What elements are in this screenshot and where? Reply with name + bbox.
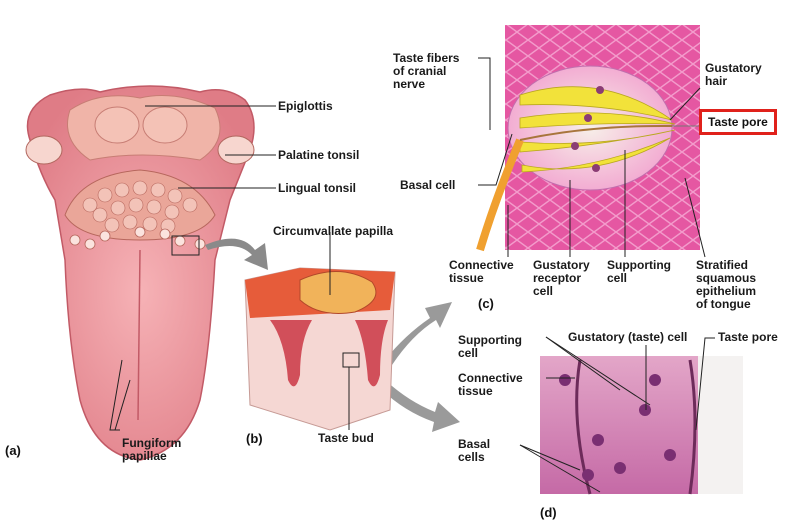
label-stratified-epithelium: Stratified squamous epithelium of tongue xyxy=(696,258,757,311)
label-fungiform-papillae: Fungiform papillae xyxy=(122,436,182,463)
label-lingual-tonsil: Lingual tonsil xyxy=(278,181,356,195)
label-supporting-cell-d: Supporting cell xyxy=(458,333,522,360)
label-taste-pore-highlighted: Taste pore xyxy=(699,109,777,135)
label-basal-cells-d: Basal cells xyxy=(458,437,491,464)
panel-label-a: (a) xyxy=(5,443,21,458)
taste-bud-diagram xyxy=(476,25,700,252)
panel-label-d: (d) xyxy=(540,505,557,520)
label-epiglottis: Epiglottis xyxy=(278,99,333,113)
label-supporting-cell-c: Supporting cell xyxy=(607,258,671,285)
label-palatine-tonsil: Palatine tonsil xyxy=(278,148,360,162)
panel-label-c: (c) xyxy=(478,296,494,311)
label-taste-bud: Taste bud xyxy=(318,431,374,445)
label-basal-cell: Basal cell xyxy=(400,178,456,192)
label-gustatory-taste-cell: Gustatory (taste) cell xyxy=(568,330,688,344)
label-connective-tissue-d: Connective tissue xyxy=(458,371,523,398)
label-circumvallate-papilla: Circumvallate papilla xyxy=(273,224,394,238)
label-taste-pore-d: Taste pore xyxy=(718,330,778,344)
label-taste-fibers: Taste fibers of cranial nerve xyxy=(393,51,460,91)
histology-micrograph xyxy=(540,356,743,495)
label-gustatory-receptor-cell: Gustatory receptor cell xyxy=(533,258,590,298)
tongue-illustration xyxy=(25,85,255,461)
label-gustatory-hair: Gustatory hair xyxy=(705,61,762,88)
papilla-block-illustration xyxy=(244,267,396,431)
panel-label-b: (b) xyxy=(246,431,263,446)
label-connective-tissue-c: Connective tissue xyxy=(449,258,514,285)
